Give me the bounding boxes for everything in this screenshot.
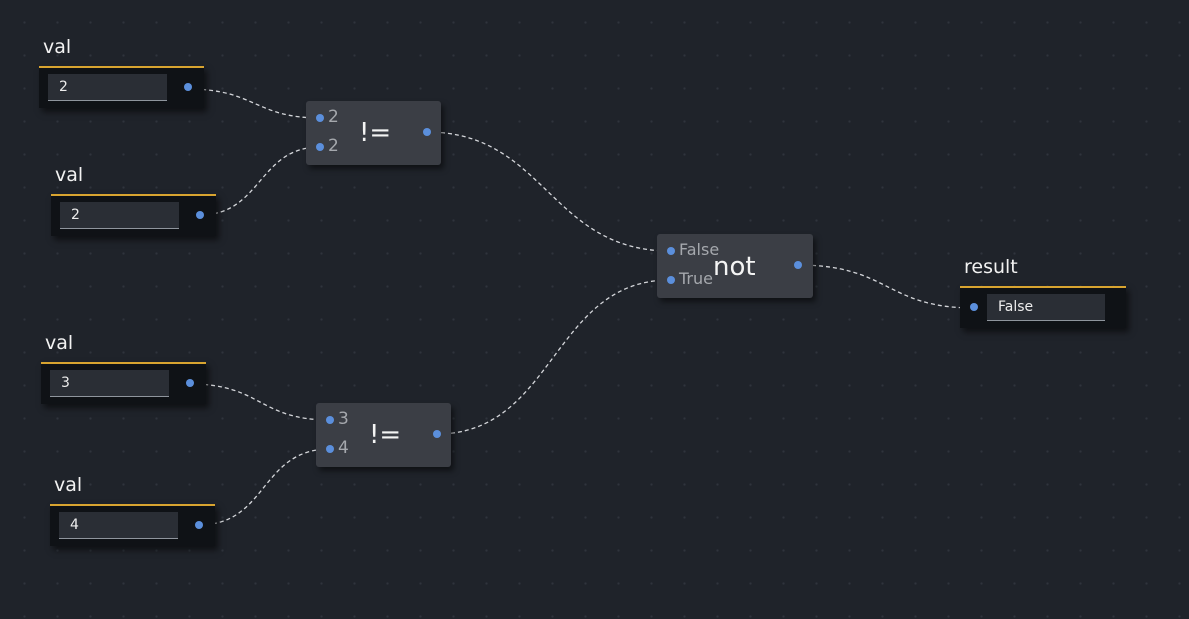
wire-val1-to-ne1-a[interactable] bbox=[187, 88, 321, 119]
wire-not-to-result[interactable] bbox=[797, 264, 975, 309]
input-value-label: 2 bbox=[328, 136, 339, 156]
input-value-label: True bbox=[679, 269, 713, 288]
node-body: 2 bbox=[51, 194, 216, 236]
operator-label: not bbox=[713, 252, 756, 282]
value-input[interactable]: 2 bbox=[48, 74, 167, 101]
output-port[interactable] bbox=[195, 521, 203, 529]
output-port[interactable] bbox=[794, 261, 802, 269]
value-input[interactable]: 4 bbox=[59, 512, 178, 539]
value-input[interactable]: 2 bbox=[60, 202, 179, 229]
node-title: val bbox=[43, 36, 72, 58]
input-port[interactable] bbox=[316, 114, 324, 122]
wire-ne1-to-not-a[interactable] bbox=[426, 131, 671, 252]
not-equal-node[interactable]: 2 2 != bbox=[306, 101, 441, 165]
wire-ne2-to-not-b[interactable] bbox=[436, 279, 671, 435]
node-body: 3 bbox=[41, 362, 206, 404]
node-body: 4 bbox=[50, 504, 215, 546]
output-port[interactable] bbox=[186, 379, 194, 387]
input-port[interactable] bbox=[970, 303, 978, 311]
output-port[interactable] bbox=[433, 430, 441, 438]
input-port[interactable] bbox=[326, 416, 334, 424]
wire-val3-to-ne2-a[interactable] bbox=[189, 383, 331, 421]
node-title: val bbox=[55, 164, 84, 186]
output-port[interactable] bbox=[184, 83, 192, 91]
node-body: 2 bbox=[39, 66, 204, 108]
not-node[interactable]: False True not bbox=[657, 234, 813, 298]
input-value-label: False bbox=[679, 240, 720, 259]
node-title: val bbox=[54, 474, 83, 496]
input-port[interactable] bbox=[667, 247, 675, 255]
result-value-display: False bbox=[987, 294, 1105, 321]
input-port[interactable] bbox=[316, 143, 324, 151]
input-port[interactable] bbox=[326, 445, 334, 453]
input-value-label: 4 bbox=[338, 438, 349, 458]
value-input[interactable]: 3 bbox=[50, 370, 169, 397]
output-port[interactable] bbox=[423, 128, 431, 136]
wire-val4-to-ne2-b[interactable] bbox=[198, 448, 331, 526]
input-port[interactable] bbox=[667, 276, 675, 284]
node-body: False bbox=[960, 286, 1126, 328]
input-value-label: 2 bbox=[328, 107, 339, 127]
node-title: val bbox=[45, 332, 74, 354]
input-value-label: 3 bbox=[338, 409, 349, 429]
node-title: result bbox=[964, 256, 1018, 278]
operator-label: != bbox=[359, 118, 392, 148]
not-equal-node[interactable]: 3 4 != bbox=[316, 403, 451, 467]
output-port[interactable] bbox=[196, 211, 204, 219]
wire-val2-to-ne1-b[interactable] bbox=[199, 146, 321, 216]
operator-label: != bbox=[369, 420, 402, 450]
